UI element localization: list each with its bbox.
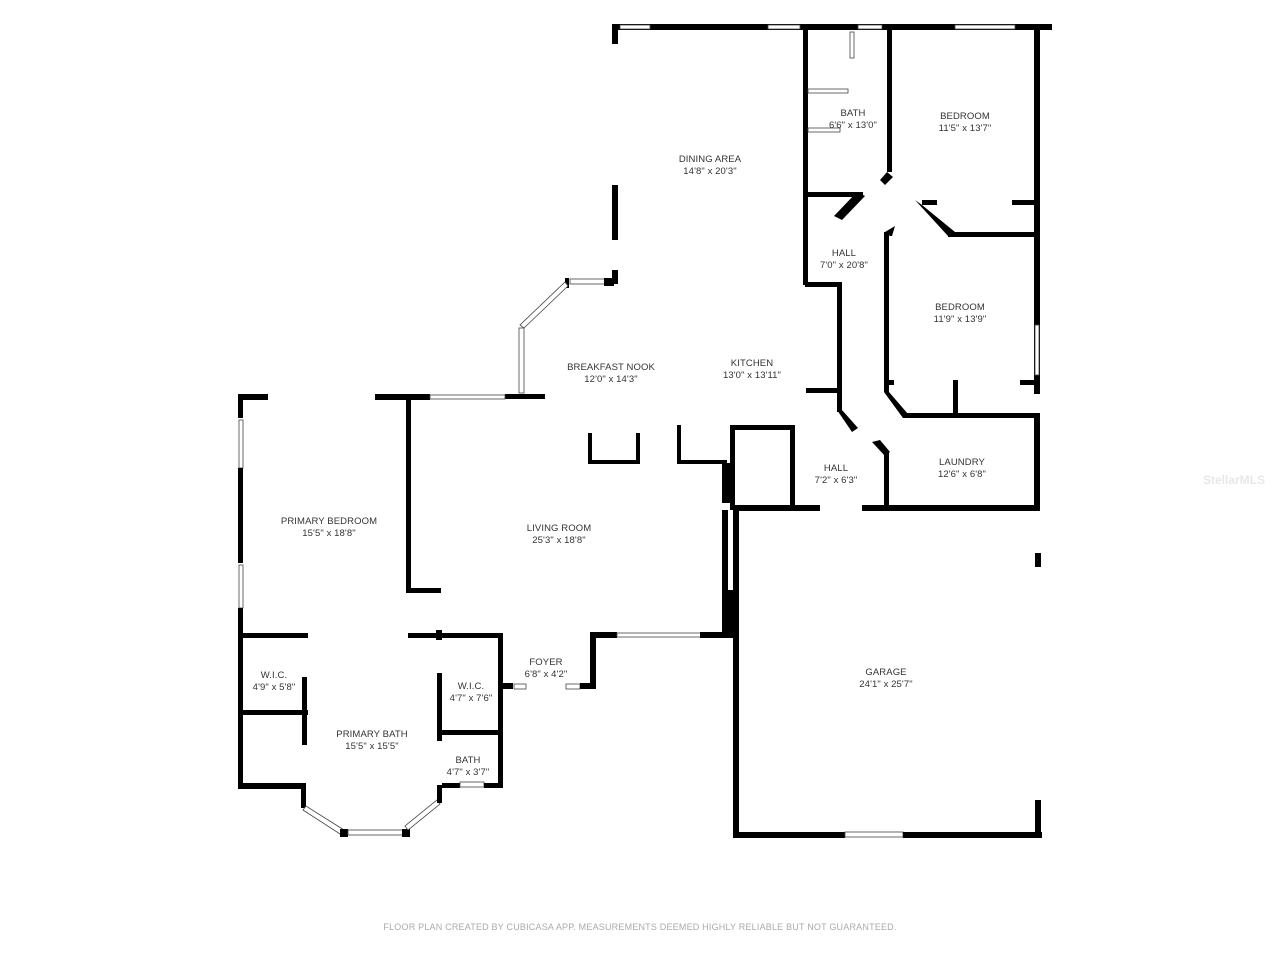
room-hall-upper: HALL 7'0" x 20'8"	[820, 248, 868, 272]
room-name: BATH	[840, 108, 866, 119]
room-bath-upper: BATH 6'6" x 13'0"	[829, 108, 877, 132]
room-wic-right: W.I.C. 4'7" x 7'6"	[450, 681, 493, 705]
room-breakfast-nook: BREAKFAST NOOK 12'0" x 14'3"	[567, 362, 655, 386]
room-dimensions: 4'7" x 3'7"	[446, 767, 490, 778]
walls	[238, 24, 1052, 838]
room-dimensions: 14'8" x 20'3"	[683, 166, 737, 177]
room-wic-left: W.I.C. 4'9" x 5'8"	[253, 670, 296, 694]
room-name: BATH	[455, 755, 481, 766]
room-name: GARAGE	[865, 667, 907, 678]
room-hall-lower: HALL 7'2" x 6'3"	[815, 463, 858, 487]
room-name: BEDROOM	[935, 302, 985, 313]
room-bedroom-middle: BEDROOM 11'9" x 13'9"	[934, 302, 987, 326]
room-name: LIVING ROOM	[526, 523, 592, 534]
room-bedroom-upper: BEDROOM 11'5" x 13'7"	[939, 111, 992, 135]
room-name: W.I.C.	[457, 681, 485, 692]
room-name: PRIMARY BATH	[336, 729, 408, 740]
watermark: StellarMLS	[1203, 473, 1266, 487]
room-primary-bath: PRIMARY BATH 15'5" x 15'5"	[336, 729, 407, 753]
room-dimensions: 7'2" x 6'3"	[814, 475, 858, 486]
room-living-room: LIVING ROOM 25'3" x 18'8"	[527, 523, 591, 547]
room-name: DINING AREA	[678, 154, 742, 165]
room-name: BREAKFAST NOOK	[567, 362, 655, 373]
room-dimensions: 12'6" x 6'8"	[937, 469, 987, 480]
room-dining-area: DINING AREA 14'8" x 20'3"	[679, 154, 741, 178]
room-name: LAUNDRY	[939, 457, 985, 468]
room-dimensions: 24'1" x 25'7"	[859, 679, 913, 690]
room-name: KITCHEN	[730, 358, 774, 369]
room-dimensions: 25'3" x 18'8"	[532, 535, 586, 546]
room-dimensions: 15'5" x 18'8"	[302, 528, 356, 539]
room-primary-bedroom: PRIMARY BEDROOM 15'5" x 18'8"	[281, 516, 377, 540]
disclaimer-footer: FLOOR PLAN CREATED BY CUBICASA APP. MEAS…	[383, 922, 897, 932]
room-name: BEDROOM	[940, 111, 990, 122]
room-garage: GARAGE 24'1" x 25'7"	[859, 667, 912, 691]
room-dimensions: 4'7" x 7'6"	[449, 693, 493, 704]
room-name: W.I.C.	[260, 670, 288, 681]
room-name: FOYER	[529, 657, 563, 668]
room-name: HALL	[823, 463, 849, 474]
room-dimensions: 6'6" x 13'0"	[828, 120, 878, 131]
room-laundry: LAUNDRY 12'6" x 6'8"	[938, 457, 986, 481]
room-dimensions: 6'8" x 4'2"	[524, 669, 568, 680]
room-dimensions: 11'9" x 13'9"	[933, 314, 987, 325]
room-dimensions: 4'9" x 5'8"	[252, 682, 296, 693]
room-bath-lower: BATH 4'7" x 3'7"	[447, 755, 490, 779]
room-foyer: FOYER 6'8" x 4'2"	[525, 657, 568, 681]
room-kitchen: KITCHEN 13'0" x 13'11"	[723, 358, 781, 382]
room-dimensions: 13'0" x 13'11"	[722, 370, 782, 381]
room-name: HALL	[831, 248, 857, 259]
room-dimensions: 7'0" x 20'8"	[819, 260, 869, 271]
room-dimensions: 11'5" x 13'7"	[938, 123, 992, 134]
room-dimensions: 15'5" x 15'5"	[345, 741, 399, 752]
room-name: PRIMARY BEDROOM	[280, 516, 378, 527]
room-dimensions: 12'0" x 14'3"	[584, 374, 638, 385]
